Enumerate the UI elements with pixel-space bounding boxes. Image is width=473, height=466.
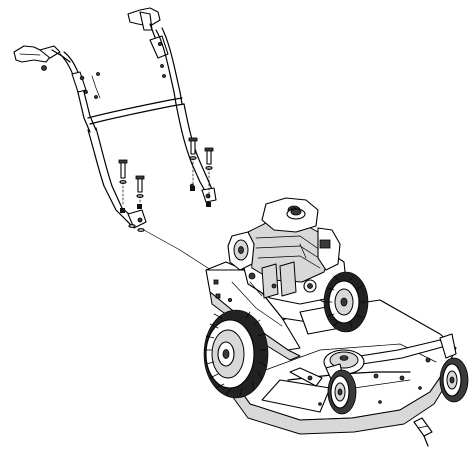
- left-bolt-set: [118, 159, 145, 232]
- left-drive-wheel: [203, 309, 269, 399]
- mower-deck: [231, 299, 457, 435]
- left-handle-tube: [59, 51, 101, 133]
- lower-handle-frame: [87, 97, 217, 229]
- drive-wheels: [203, 271, 369, 399]
- left-control-lever: [13, 45, 71, 71]
- handle-bolts: [118, 137, 214, 232]
- left-caster-wheel: [325, 363, 357, 415]
- right-bolt-set: [188, 137, 214, 207]
- handlebar-assembly: [13, 7, 217, 229]
- right-control-lever: [127, 7, 169, 78]
- detached-pin: [413, 417, 433, 447]
- right-drive-wheel: [323, 271, 369, 333]
- engine: [227, 197, 347, 305]
- caster-wheels: [325, 333, 469, 415]
- right-handle-tube: [155, 27, 183, 105]
- right-caster-wheel: [439, 333, 469, 403]
